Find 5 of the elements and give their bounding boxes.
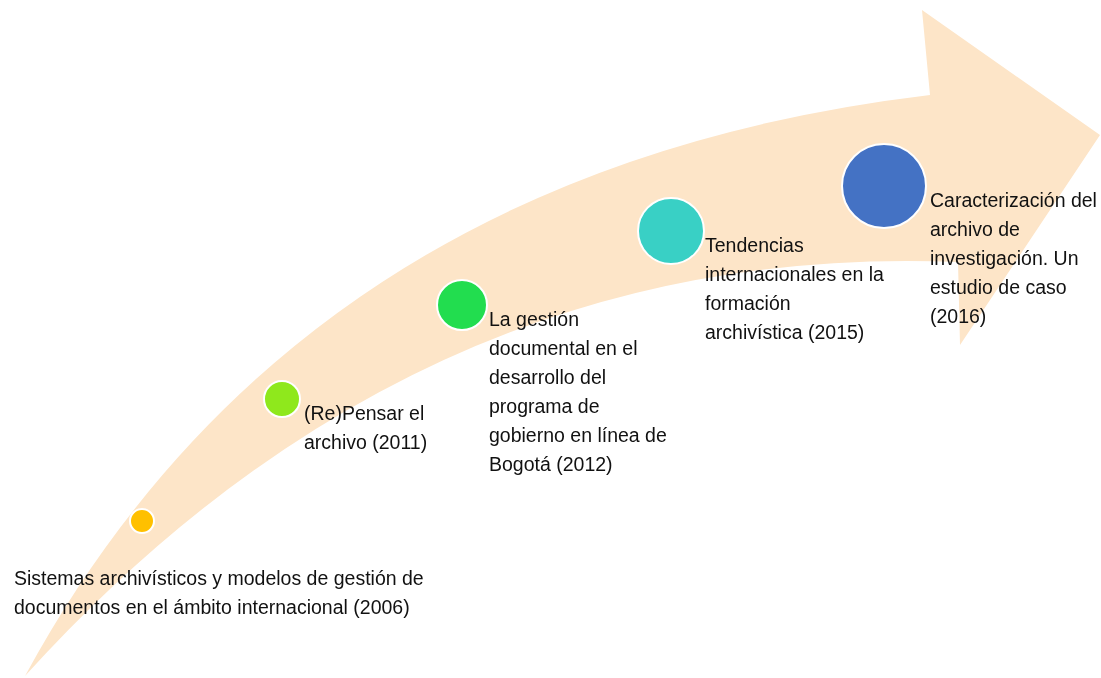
milestone-text: Caracterización del archivo de investigación. Un estudio de caso (2016) — [930, 188, 1098, 329]
milestone-text: (Re)Pensar el archivo (2011) — [304, 401, 429, 455]
milestone-text: Tendencias internacionales en la formación archivística (2015) — [705, 233, 885, 345]
milestone-text: La gestión documental en el desarrollo del programa de gobierno en línea de Bogotá (2012) — [489, 307, 668, 477]
milestone-text: Sistemas archivísticos y modelos de gestión de documentos en el ámbito internacional (2006) — [14, 566, 425, 620]
